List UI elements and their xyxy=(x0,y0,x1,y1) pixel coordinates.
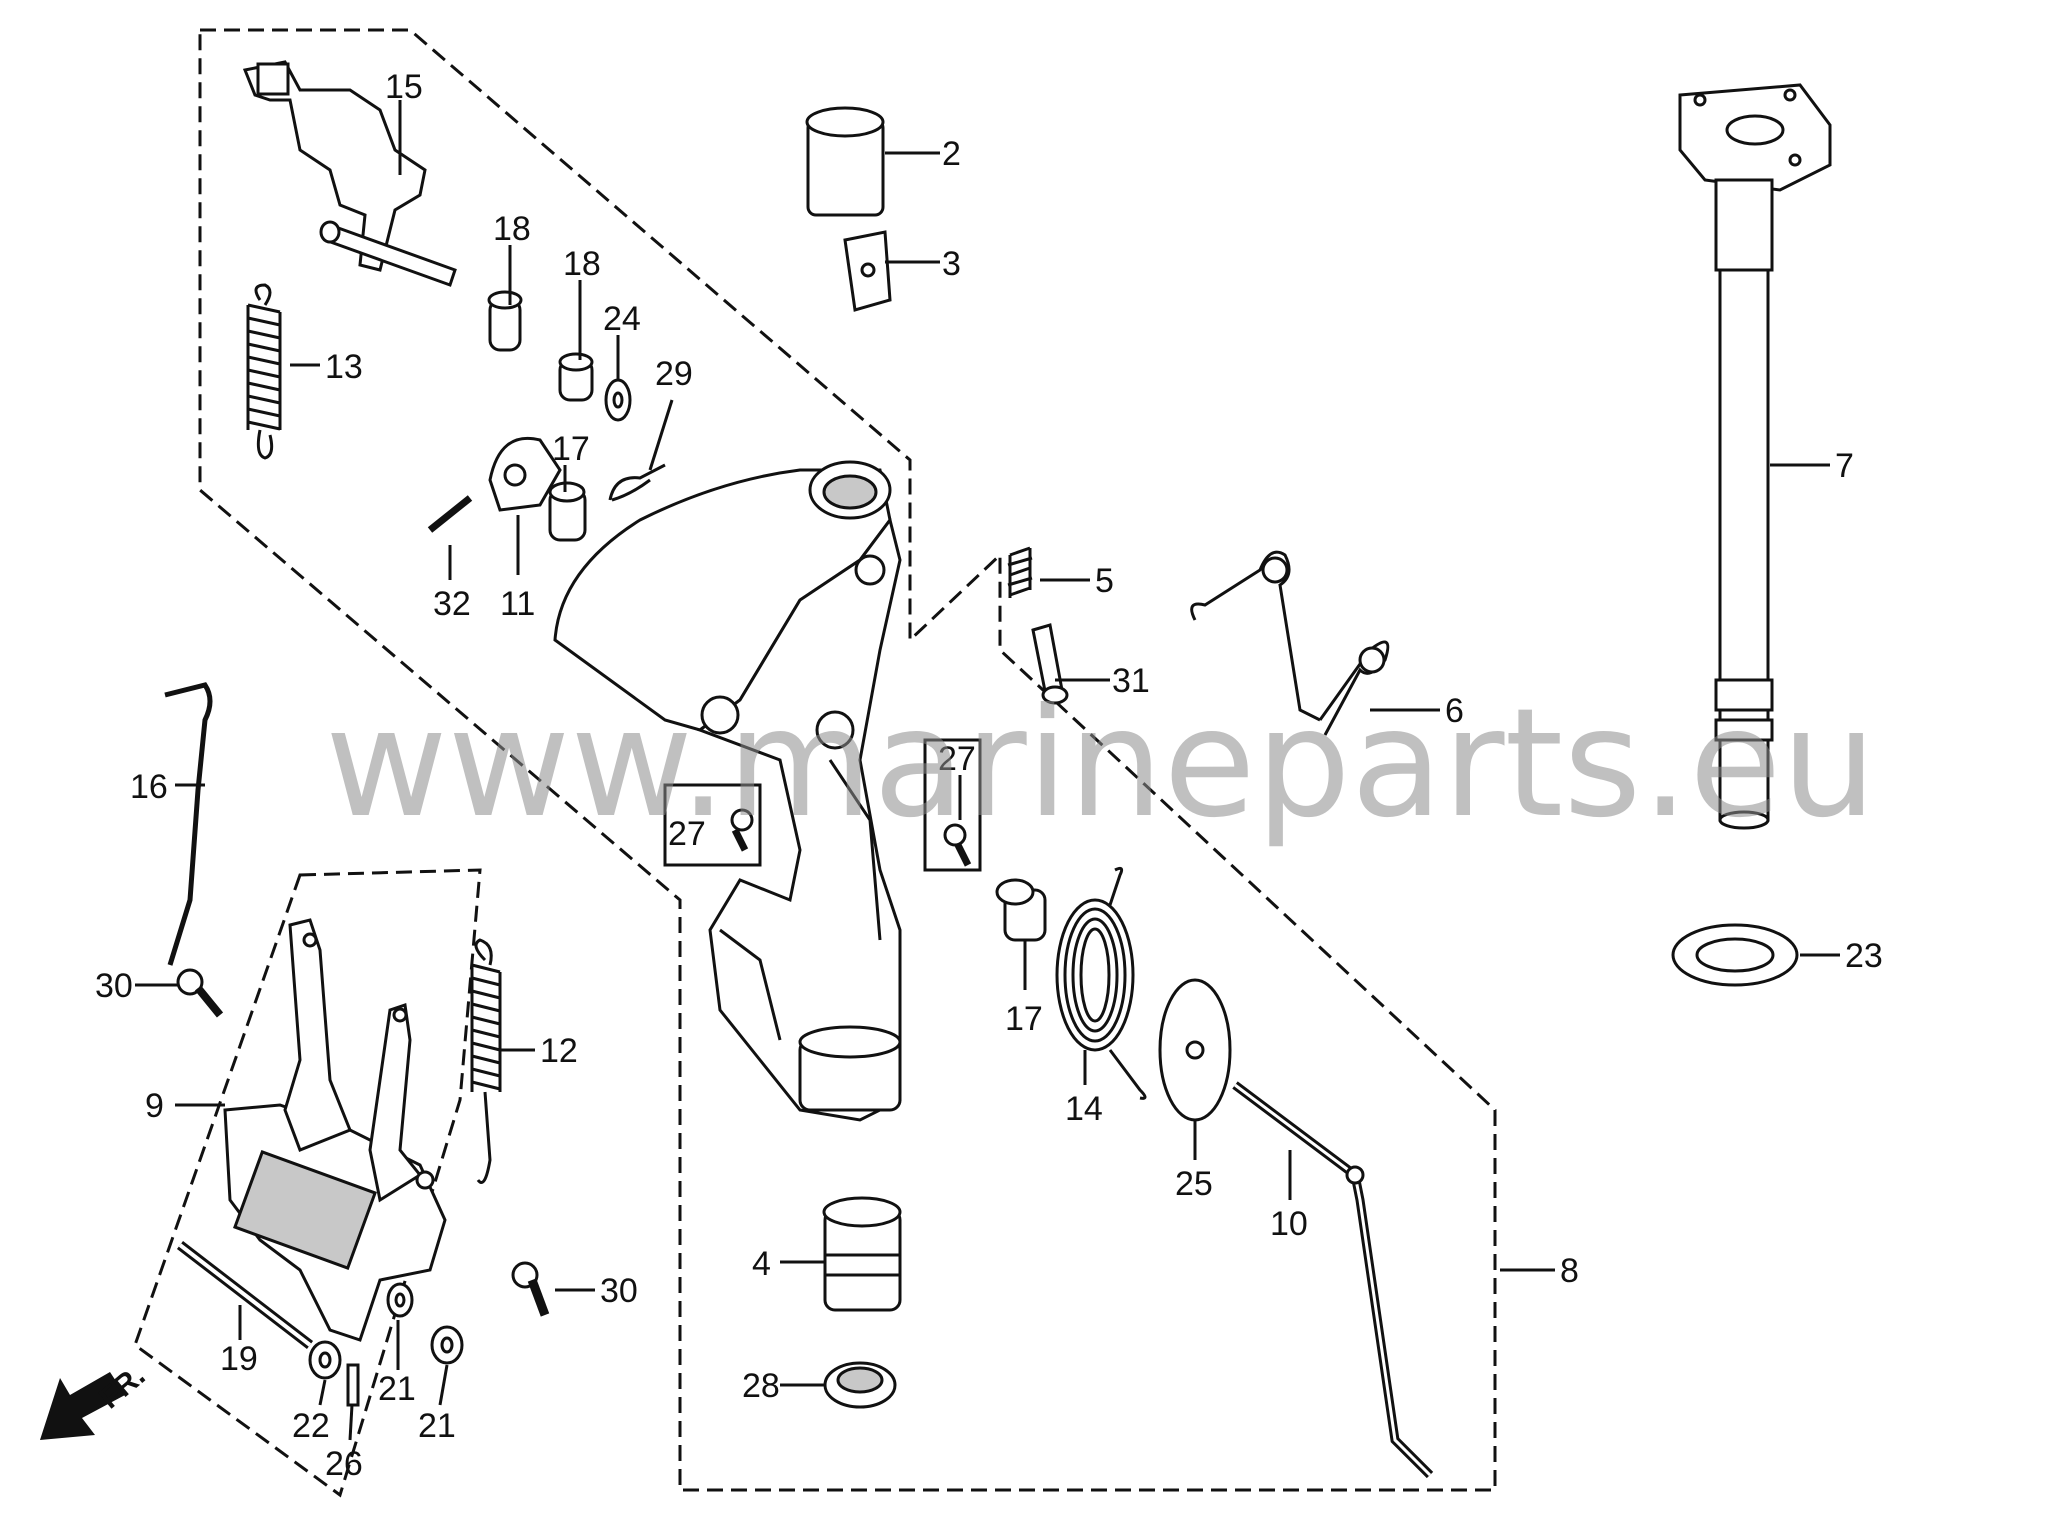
clip-3 xyxy=(843,230,892,312)
tension-spring-12 xyxy=(470,938,502,1184)
screw-30b xyxy=(511,1261,550,1317)
spring-5 xyxy=(1007,546,1033,598)
assembly-boundary-outline xyxy=(198,28,1497,1492)
callout-15: 15 xyxy=(385,68,423,106)
callout-30a: 30 xyxy=(95,967,133,1005)
callout-22: 22 xyxy=(292,1407,330,1445)
washer-23 xyxy=(1671,923,1799,987)
seal-28 xyxy=(823,1361,897,1409)
callout-14: 14 xyxy=(1065,1090,1103,1128)
bushing-2 xyxy=(805,106,885,217)
callout-31: 31 xyxy=(1112,662,1150,700)
washer-25 xyxy=(1158,978,1232,1122)
callout-11: 11 xyxy=(500,585,535,623)
front-direction-arrow-icon xyxy=(40,1372,125,1440)
part-27-group-box-left xyxy=(663,783,762,867)
callout-23: 23 xyxy=(1845,937,1883,975)
lever-arm-part xyxy=(242,60,457,287)
collar-18a xyxy=(487,290,523,352)
nut-21b xyxy=(430,1325,464,1365)
callout-27b: 27 xyxy=(938,740,976,778)
washer-24 xyxy=(604,378,632,422)
callout-28: 28 xyxy=(742,1367,780,1405)
torsion-spring-14 xyxy=(1055,866,1147,1100)
bolt-27a xyxy=(730,808,754,852)
collar-17a xyxy=(548,481,587,542)
tension-spring-13 xyxy=(246,283,282,460)
callout-3: 3 xyxy=(942,245,961,283)
collar-17b xyxy=(995,878,1047,942)
callout-4: 4 xyxy=(752,1245,771,1283)
cam-plate-11 xyxy=(488,436,562,512)
cotter-pin-29 xyxy=(608,463,666,502)
pin-26 xyxy=(346,1363,360,1407)
nut-21a xyxy=(386,1282,414,1318)
pin-32 xyxy=(427,495,473,533)
callout-24: 24 xyxy=(603,300,641,338)
bolt-27b xyxy=(943,823,972,867)
rod-16 xyxy=(164,682,213,966)
bracket-subassembly-outline xyxy=(133,868,482,1498)
callout-27a: 27 xyxy=(668,815,706,853)
steering-shaft-7 xyxy=(1678,83,1832,830)
collar-18b xyxy=(558,352,594,402)
washer-22 xyxy=(308,1340,342,1380)
callout-8: 8 xyxy=(1560,1252,1579,1290)
callout-13: 13 xyxy=(325,348,363,386)
swivel-case-main xyxy=(553,460,902,1122)
callout-29: 29 xyxy=(655,355,693,393)
callout-17b: 17 xyxy=(1005,1000,1043,1038)
callout-16: 16 xyxy=(130,768,168,806)
callout-19: 19 xyxy=(220,1340,258,1378)
callout-6: 6 xyxy=(1445,692,1464,730)
callout-26: 26 xyxy=(325,1445,363,1483)
callout-10: 10 xyxy=(1270,1205,1308,1243)
bolt-31 xyxy=(1031,623,1069,705)
callout-21b: 21 xyxy=(418,1407,456,1445)
pin-19 xyxy=(176,1241,314,1349)
bushing-4 xyxy=(822,1196,902,1312)
callout-7: 7 xyxy=(1835,447,1854,485)
callout-17a: 17 xyxy=(552,430,590,468)
callout-30b: 30 xyxy=(600,1272,638,1310)
callout-18b: 18 xyxy=(563,245,601,283)
lever-rod-10 xyxy=(1232,1081,1434,1479)
callout-12: 12 xyxy=(540,1032,578,1070)
callout-9: 9 xyxy=(145,1087,164,1125)
part-27-group-box-right xyxy=(923,738,982,872)
bracket-9 xyxy=(223,918,447,1342)
callout-2: 2 xyxy=(942,135,961,173)
watermark-text: www.marineparts.eu xyxy=(325,677,1877,851)
screw-30a xyxy=(176,968,224,1018)
callout-32: 32 xyxy=(433,585,471,623)
callout-21a: 21 xyxy=(378,1370,416,1408)
callout-5: 5 xyxy=(1095,562,1114,600)
callout-labels: 15 18 18 24 13 29 17 32 11 2 3 5 31 6 7 … xyxy=(95,68,1883,1483)
callout-18a: 18 xyxy=(493,210,531,248)
return-spring-6 xyxy=(1190,550,1390,736)
callout-25: 25 xyxy=(1175,1165,1213,1203)
leader-lines xyxy=(135,100,1840,1441)
